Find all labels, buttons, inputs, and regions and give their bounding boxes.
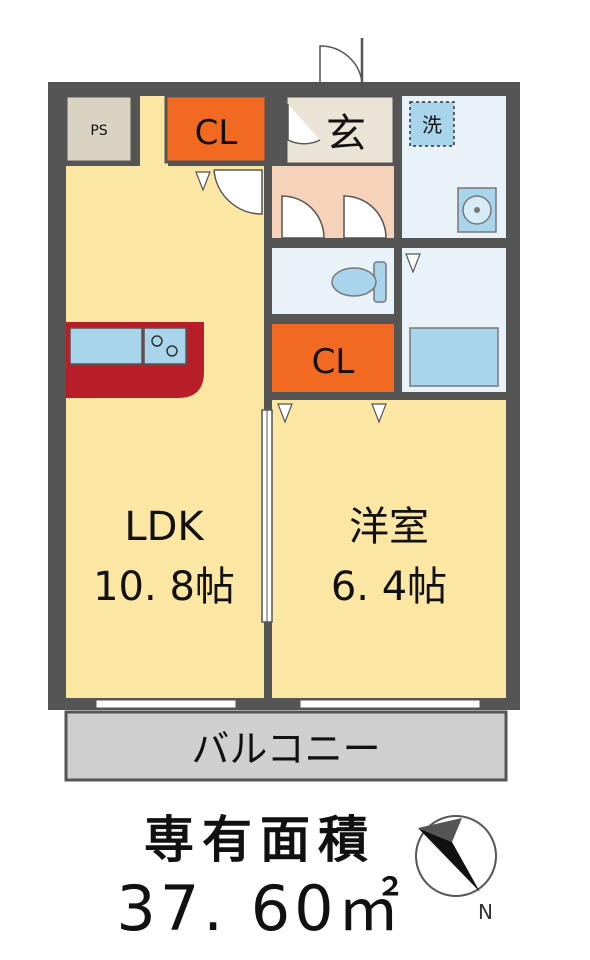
compass-north-label: N — [478, 900, 493, 924]
hall-door — [281, 195, 325, 239]
ldk-name: LDK — [124, 504, 205, 550]
area-value: 37. 60㎡ — [116, 872, 404, 945]
door-marker — [195, 171, 211, 192]
door-marker — [405, 253, 421, 274]
ldk-upper — [140, 96, 168, 168]
room-western — [272, 400, 506, 698]
pipe-space — [64, 94, 134, 164]
window-western — [299, 699, 481, 709]
closet-mid-label: CL — [312, 342, 355, 382]
ldk-size: 10. 8帖 — [93, 564, 235, 610]
ps-label: PS — [90, 123, 107, 139]
balcony-label: バルコニー — [191, 727, 380, 771]
toilet-bowl — [331, 267, 377, 297]
burner-1 — [151, 335, 163, 347]
door-marker — [371, 403, 387, 424]
compass-needle-tip — [418, 818, 462, 842]
genkan — [284, 94, 396, 166]
closet-top-label: CL — [195, 113, 238, 153]
room-ldk — [66, 166, 264, 698]
balcony — [64, 710, 508, 782]
washer-space — [409, 101, 455, 147]
bathtub — [409, 327, 499, 387]
area-label: 専有面積 — [144, 811, 376, 869]
genkan-label: 玄 — [326, 111, 366, 157]
entry-door — [319, 45, 363, 83]
compass-needle — [418, 828, 480, 892]
window-ldk — [95, 699, 237, 709]
door-marker — [277, 403, 293, 424]
western-size: 6. 4帖 — [331, 564, 447, 610]
closet-top — [164, 94, 268, 164]
washer-label: 洗 — [422, 113, 442, 137]
wash-door — [343, 195, 387, 239]
closet-mid — [272, 324, 394, 392]
sink-drain — [474, 207, 480, 213]
burner-2 — [166, 345, 178, 357]
kitchen-stove — [143, 327, 187, 365]
kitchen-sink — [69, 327, 143, 365]
genkan-closet-door — [287, 104, 321, 145]
western-name: 洋室 — [349, 504, 429, 550]
ldk-door — [213, 169, 263, 215]
